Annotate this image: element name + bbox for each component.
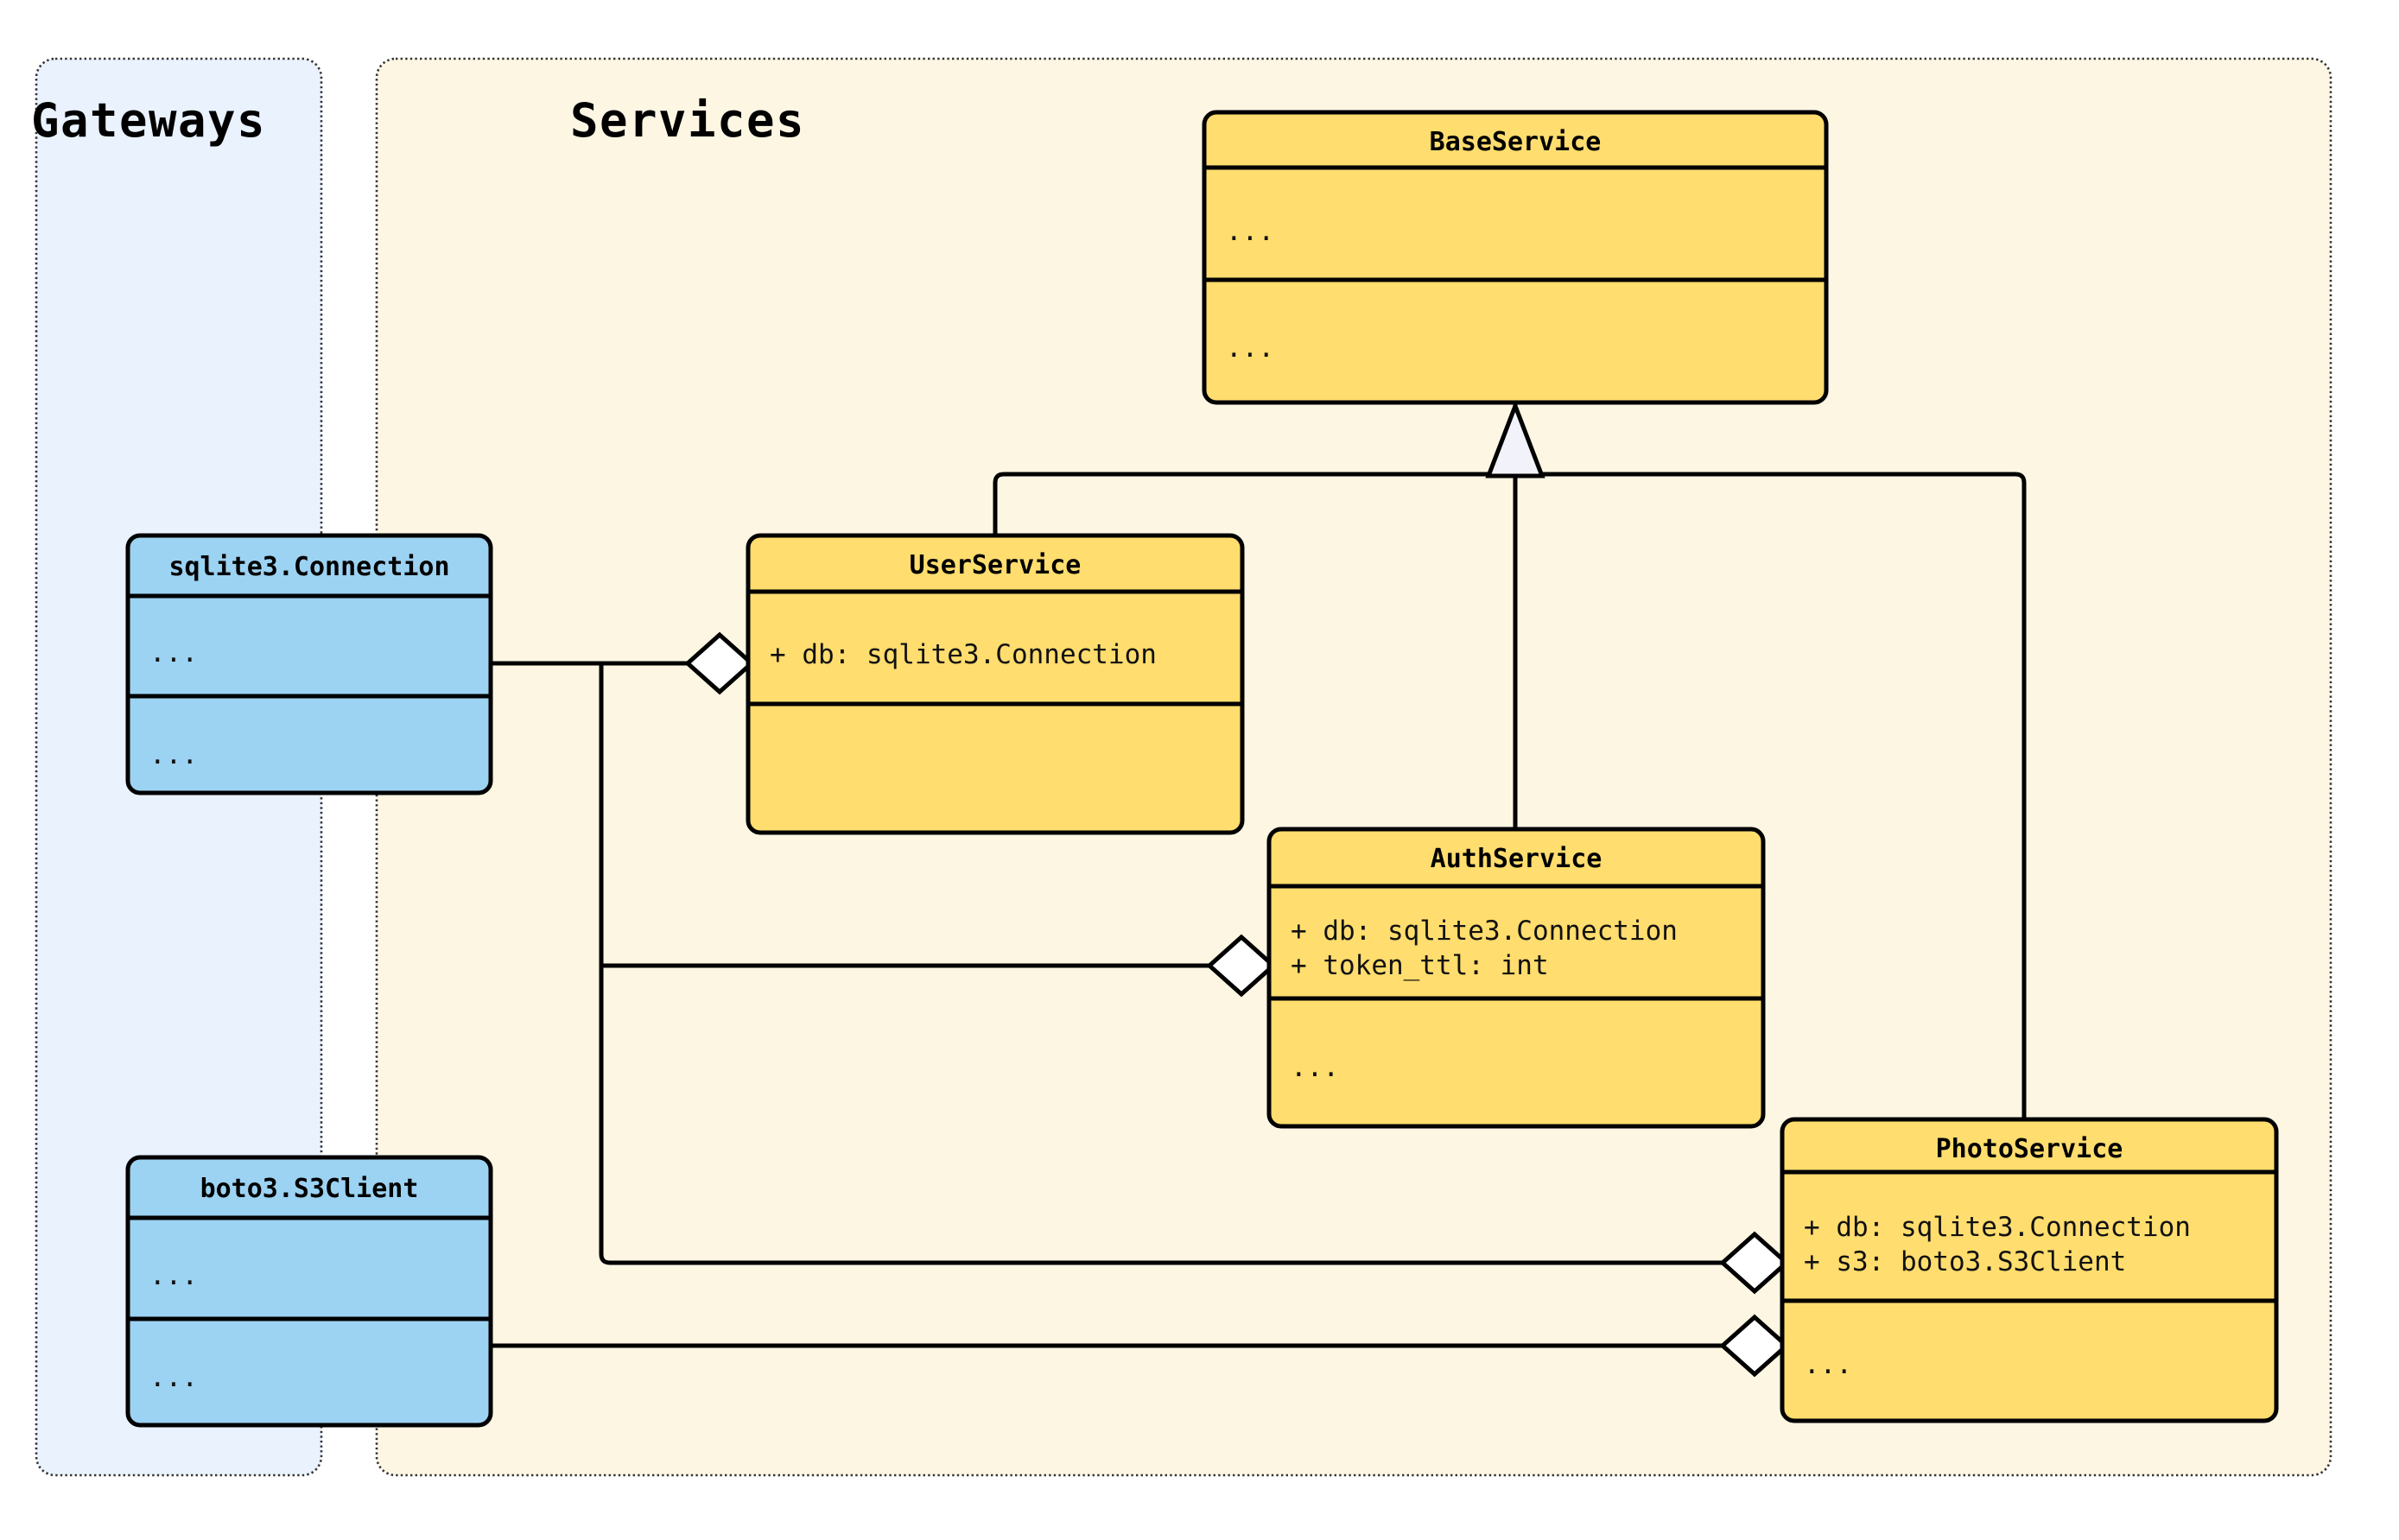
class-boto3-s3client-method: ...: [149, 1362, 198, 1393]
class-sqlite3-connection-name: sqlite3.Connection: [168, 552, 449, 582]
class-sqlite3-connection-method: ...: [149, 739, 198, 770]
class-authservice-attribute-token-ttl: + token_ttl: int: [1291, 950, 1549, 981]
class-photoservice-method: ...: [1804, 1349, 1852, 1380]
class-baseservice-frame: [1202, 110, 1829, 405]
class-box-photoservice[interactable]: PhotoService + db: sqlite3.Connection + …: [1780, 1117, 2279, 1423]
class-boto3-s3client-name: boto3.S3Client: [200, 1174, 419, 1204]
class-baseservice-name: BaseService: [1430, 127, 1602, 157]
class-box-baseservice[interactable]: BaseService ... ...: [1202, 110, 1829, 405]
class-authservice-method: ...: [1291, 1052, 1339, 1083]
class-authservice-name: AuthService: [1431, 844, 1603, 874]
class-userservice-name: UserService: [910, 550, 1082, 580]
package-services-title: Services: [570, 93, 805, 148]
class-baseservice-attribute: ...: [1226, 216, 1274, 247]
class-box-authservice[interactable]: AuthService + db: sqlite3.Connection + t…: [1266, 827, 1766, 1129]
class-boto3-s3client-attribute: ...: [149, 1260, 198, 1291]
class-photoservice-frame: [1780, 1117, 2279, 1423]
class-box-boto3-s3client[interactable]: boto3.S3Client ... ...: [125, 1155, 493, 1428]
package-gateways-title: Gateways: [31, 93, 266, 148]
class-sqlite3-connection-frame: [125, 533, 493, 795]
class-box-sqlite3-connection[interactable]: sqlite3.Connection ... ...: [125, 533, 493, 795]
inheritance-edges: [993, 400, 2027, 1119]
edge-aggregation-sqlite-trunk[interactable]: [599, 663, 1739, 1265]
class-boto3-s3client-frame: [125, 1155, 493, 1428]
inheritance-triangle-icon: [1485, 400, 1545, 478]
class-box-userservice[interactable]: UserService + db: sqlite3.Connection: [746, 533, 1245, 835]
class-sqlite3-connection-attribute: ...: [149, 637, 198, 669]
class-userservice-frame: [746, 533, 1245, 835]
class-baseservice-method: ...: [1226, 333, 1274, 364]
class-userservice-attribute: + db: sqlite3.Connection: [770, 639, 1157, 670]
class-photoservice-attribute-db: + db: sqlite3.Connection: [1804, 1212, 2191, 1243]
aggregation-edges: [491, 631, 1790, 1378]
class-authservice-frame: [1266, 827, 1766, 1129]
class-authservice-attribute-db: + db: sqlite3.Connection: [1291, 916, 1678, 947]
class-photoservice-name: PhotoService: [1936, 1134, 2123, 1164]
class-photoservice-attribute-s3: + s3: boto3.S3Client: [1804, 1246, 2126, 1277]
